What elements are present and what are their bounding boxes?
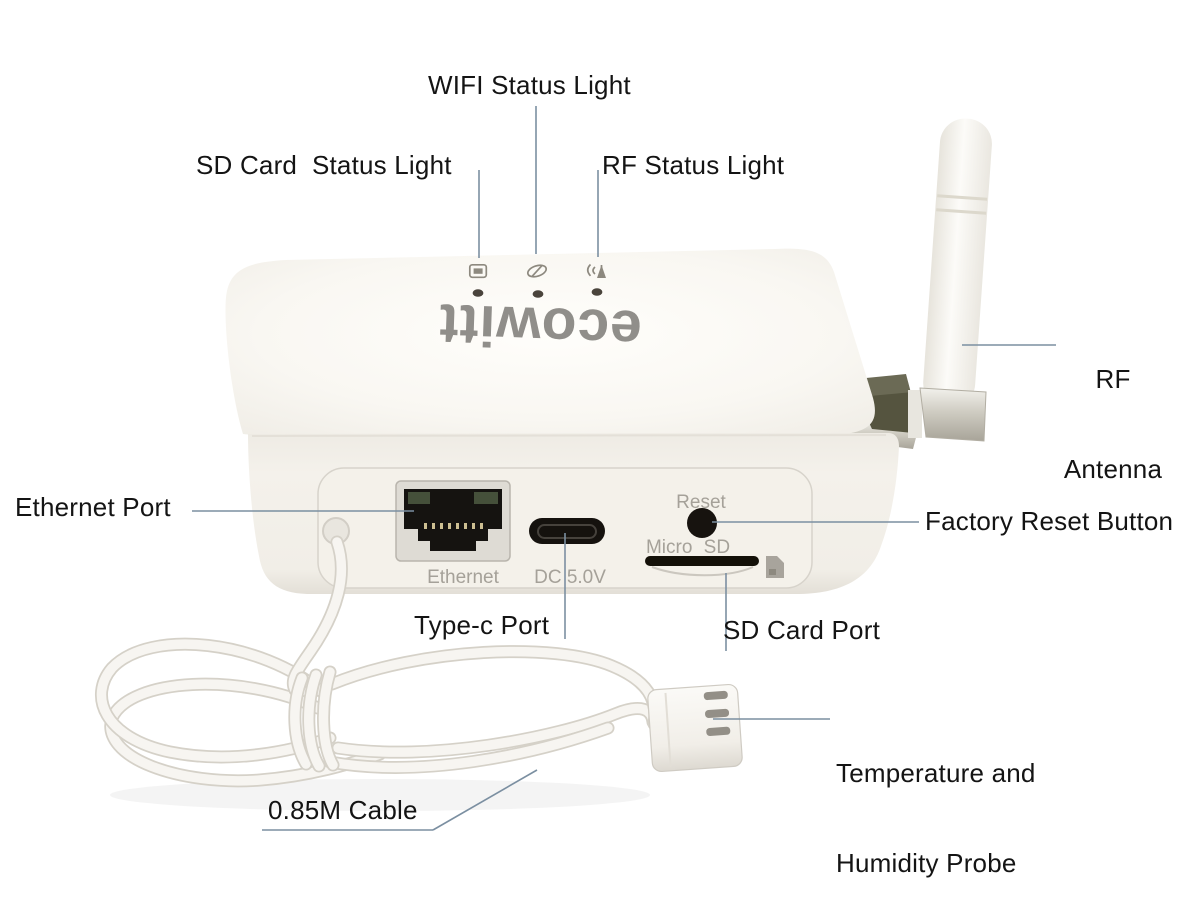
probe-label: Temperature and Humidity Probe [836,698,1036,924]
device-top-face [225,248,875,438]
antenna-groove [936,208,987,215]
power-spec-label: DC 5.0V [534,567,606,588]
rf-antenna-label-line1: RF [1095,364,1131,394]
antenna-groove [937,194,988,201]
ethernet-port [395,480,511,562]
probe-vent-slot [706,726,731,736]
gateway-device-body: ecowitt [225,248,899,594]
rf-status-light-label: RF Status Light [602,150,785,180]
rf-antenna-label-line2: Antenna [1063,454,1163,484]
ecowitt-logo: ecowitt [437,291,642,362]
sd-status-led [472,289,484,297]
cable-leader-line [432,769,538,831]
rj45-pins [424,523,483,529]
sma-hex-nut [864,392,919,433]
ethernet-port-label: Ethernet [427,567,500,588]
sma-ring [908,390,922,438]
cable-length-label: 0.85M Cable [268,795,418,825]
reset-label: Reset [676,492,726,513]
wifi-status-icon [526,264,548,278]
micro-sd-label: Micro SD [646,537,730,558]
probe-vent-slot [703,690,728,701]
device-top-front-edge [251,434,887,437]
sd-card-status-icon [468,263,488,279]
sd-slot-scoop [651,566,754,577]
micro-sd-card-icon [766,556,784,578]
wifi-status-light-label: WIFI Status Light [428,70,631,100]
wifi-status-led [532,290,544,298]
sma-barrel [919,387,987,442]
probe-label-line1: Temperature and [836,758,1036,788]
sd-card-status-light-label: SD Card Status Light [196,150,452,180]
sd-card-slot [645,556,759,566]
rf-status-icon [586,263,606,278]
ethernet-port-label: Ethernet Port [15,492,171,522]
sma-nut-upper [866,374,911,397]
rf-status-led [591,288,603,296]
probe-vent-slot [705,708,730,719]
factory-reset-button [687,508,717,538]
typec-port-label: Type-c Port [414,610,550,640]
factory-reset-button-label: Factory Reset Button [925,506,1174,536]
temperature-humidity-probe [647,683,743,773]
rf-antenna [923,118,992,409]
rf-antenna-label: RF Antenna [1058,304,1168,544]
antenna-rod [923,118,992,409]
sd-card-port-label: SD Card Port [723,615,881,645]
type-c-port [529,518,605,544]
probe-bevel-line [664,692,672,767]
leader-lines [192,106,1056,831]
probe-label-line2: Humidity Probe [836,848,1017,878]
